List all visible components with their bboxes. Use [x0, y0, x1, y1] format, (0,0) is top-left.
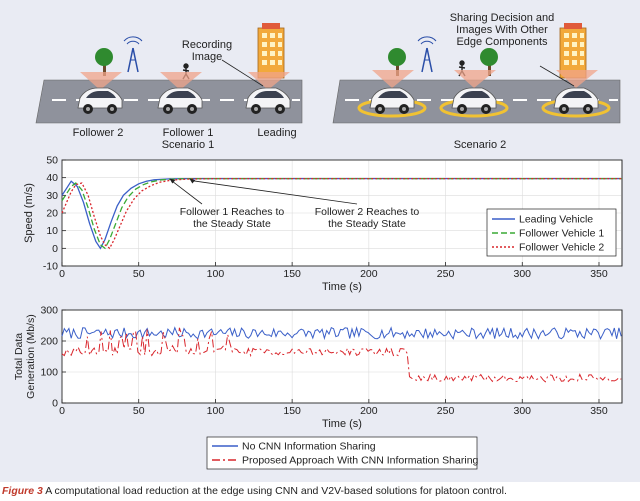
legend-entry: Leading Vehicle — [519, 214, 593, 226]
tree-icon — [95, 48, 113, 76]
y-axis-label: Speed (m/s) — [23, 183, 35, 243]
car-icon — [77, 87, 123, 114]
x-tick-label: 350 — [590, 268, 608, 280]
annotation-arrow — [191, 180, 358, 205]
series-line-2 — [61, 327, 622, 383]
vehicle-label-follower-2: Follower 2 — [73, 127, 124, 139]
x-tick-label: 200 — [360, 268, 378, 280]
caption-label: Figure 3 — [2, 485, 43, 497]
tree-icon — [388, 48, 406, 76]
y-tick-label: 200 — [40, 336, 58, 348]
car-icon — [553, 87, 599, 114]
y-tick-label: 300 — [40, 305, 58, 317]
caption-text: A computational load reduction at the ed… — [45, 485, 507, 497]
legend-entry: Follower Vehicle 1 — [519, 228, 604, 240]
sharing-decision-callout: Sharing Decision and Images With Other E… — [449, 12, 555, 48]
antenna-icon — [417, 36, 437, 73]
x-tick-label: 250 — [437, 268, 455, 280]
figure-caption: Figure 3 A computational load reduction … — [2, 485, 638, 497]
callout-line — [539, 65, 575, 87]
camera-field-of-view — [454, 70, 496, 88]
x-tick-label: 50 — [133, 268, 145, 280]
x-axis-label: Time (s) — [322, 418, 362, 430]
car-icon — [451, 87, 497, 114]
tree-icon — [480, 48, 498, 76]
figure-panel: Recording Image Sharing Decision and Ima… — [0, 0, 640, 482]
y-tick-label: 10 — [46, 225, 58, 237]
camera-field-of-view — [372, 70, 414, 88]
y-tick-label: 40 — [46, 172, 58, 184]
legend-entry: Follower Vehicle 2 — [519, 242, 604, 254]
recording-image-callout: Recording Image — [181, 39, 233, 63]
plot-area-2 — [61, 309, 623, 404]
callout-line — [221, 59, 264, 87]
y-tick-label: 50 — [46, 155, 58, 167]
y-tick-label: 20 — [46, 208, 58, 220]
x-tick-label: 100 — [207, 405, 225, 417]
x-tick-label: 350 — [590, 405, 608, 417]
scenario-1-title: Scenario 1 — [162, 139, 215, 150]
y-tick-label: 0 — [52, 243, 58, 255]
camera-field-of-view — [556, 70, 598, 88]
scenario-2-title: Scenario 2 — [454, 139, 507, 150]
vehicle-label-follower-1: Follower 1 — [163, 127, 214, 139]
x-tick-label: 0 — [59, 268, 65, 280]
car-icon — [369, 87, 415, 114]
x-tick-label: 250 — [437, 405, 455, 417]
x-tick-label: 150 — [283, 268, 301, 280]
x-axis-label: Time (s) — [322, 281, 362, 293]
annotation-arrow — [171, 180, 203, 205]
x-tick-label: 300 — [514, 405, 532, 417]
series-line-3 — [61, 177, 622, 250]
car-icon — [157, 87, 203, 114]
antenna-icon — [123, 36, 143, 73]
y-tick-label: -10 — [43, 261, 58, 273]
x-tick-label: 0 — [59, 405, 65, 417]
y-axis-label: Total DataGeneration (Mb/s) — [13, 314, 37, 399]
x-tick-label: 150 — [283, 405, 301, 417]
y-tick-label: 30 — [46, 190, 58, 202]
legend-entry: Proposed Approach With CNN Information S… — [242, 455, 479, 467]
x-tick-label: 50 — [133, 405, 145, 417]
vehicle-label-leading: Leading — [257, 127, 296, 139]
x-tick-label: 300 — [514, 268, 532, 280]
car-icon — [245, 87, 291, 114]
building-icon — [257, 23, 285, 79]
legend-entry: No CNN Information Sharing — [242, 441, 376, 453]
y-tick-label: 100 — [40, 367, 58, 379]
y-tick-label: 0 — [52, 398, 58, 410]
x-tick-label: 200 — [360, 405, 378, 417]
scenario-illustration: Recording Image Sharing Decision and Ima… — [35, 12, 621, 150]
series-line-1 — [61, 326, 622, 341]
building-icon — [559, 23, 587, 79]
x-tick-label: 100 — [207, 268, 225, 280]
camera-field-of-view — [80, 72, 290, 90]
